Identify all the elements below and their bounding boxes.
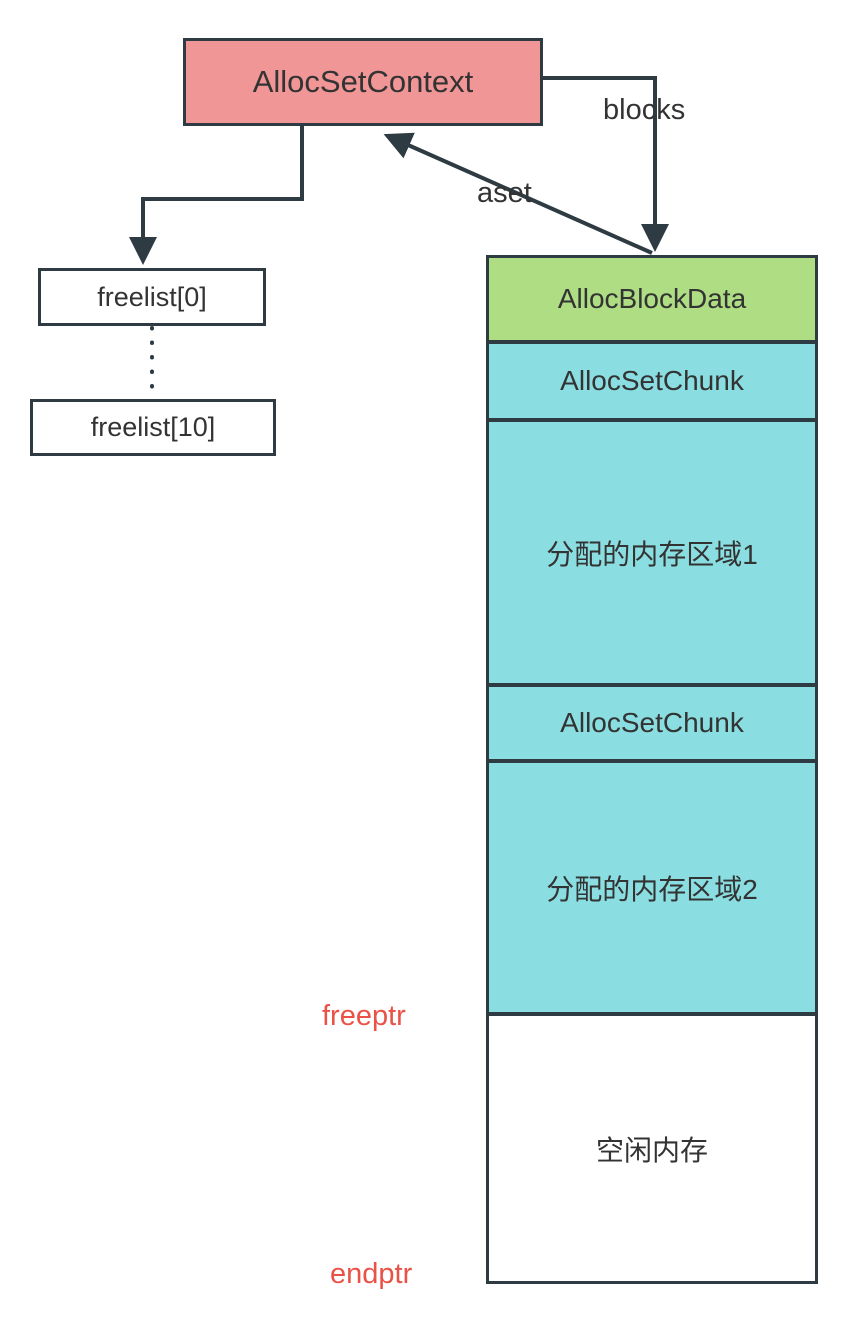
alloc-set-context-node[interactable]: AllocSetContext (183, 38, 543, 126)
edge-context-to-freelist (129, 126, 304, 265)
pointer-label-endptr: endptr (330, 1258, 413, 1290)
memory-section-label: AllocBlockData (557, 283, 747, 314)
freelist-last-label: freelist[10] (90, 412, 216, 443)
freelist-last-node[interactable]: freelist[10] (30, 399, 276, 456)
memory-section-label: AllocSetChunk (560, 707, 744, 738)
edge-label-aset: aset (477, 177, 532, 209)
freelist-first-label: freelist[0] (97, 281, 207, 312)
memory-section-allocated-region-1[interactable]: 分配的内存区域1 (486, 419, 818, 686)
alloc-set-context-label: AllocSetContext (252, 64, 474, 100)
memory-section-label: AllocSetChunk (560, 365, 744, 396)
memory-section-free-memory[interactable]: 空闲内存 (486, 1013, 818, 1284)
memory-section-label: 空闲内存 (595, 1134, 708, 1166)
memory-section-label: 分配的内存区域2 (546, 873, 758, 905)
edge-label-blocks: blocks (603, 94, 686, 126)
memory-section-allocated-region-2[interactable]: 分配的内存区域2 (486, 760, 818, 1015)
freelist-first-node[interactable]: freelist[0] (38, 268, 266, 326)
memory-section-alloc-set-chunk-1[interactable]: AllocSetChunk (486, 341, 818, 421)
memory-section-alloc-block-data[interactable]: AllocBlockData (486, 255, 818, 343)
memory-section-alloc-set-chunk-2[interactable]: AllocSetChunk (486, 684, 818, 762)
memory-section-label: 分配的内存区域1 (546, 538, 758, 570)
pointer-label-freeptr: freeptr (322, 1000, 406, 1032)
